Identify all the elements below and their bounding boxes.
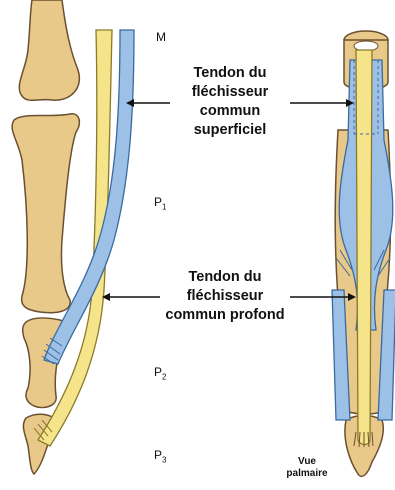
label-m: M [156, 30, 166, 44]
deep-flexor-tendon-palmar [356, 50, 372, 445]
superficial-line-1: Tendon du [168, 64, 292, 83]
palmar-view [332, 31, 395, 476]
profond-line-1: Tendon du [150, 268, 300, 287]
proximal-phalanx-bone [12, 114, 79, 313]
label-p2: P2 [154, 365, 166, 381]
vue-line-2: palmaire [282, 468, 332, 480]
label-p1: P1 [154, 195, 166, 211]
profond-line-3: commun profond [150, 306, 300, 325]
label-p3-sub: 3 [162, 455, 166, 464]
label-deep-flexor: Tendon du fléchisseur commun profond [150, 268, 300, 325]
label-p1-main: P [154, 195, 162, 209]
label-p3-main: P [154, 448, 162, 462]
label-superficial-flexor: Tendon du fléchisseur commun superficiel [168, 64, 292, 140]
profond-line-2: fléchisseur [150, 287, 300, 306]
label-vue-palmaire: Vue palmaire [282, 456, 332, 480]
superficial-line-2: fléchisseur [168, 83, 292, 102]
superficial-line-4: superficiel [168, 121, 292, 140]
label-p1-sub: 1 [162, 202, 166, 211]
metacarpal-bone [19, 0, 79, 100]
vue-line-1: Vue [282, 456, 332, 468]
lateral-view [12, 0, 134, 474]
superficial-line-3: commun [168, 102, 292, 121]
label-p2-sub: 2 [162, 372, 166, 381]
label-p3: P3 [154, 448, 166, 464]
label-p2-main: P [154, 365, 162, 379]
